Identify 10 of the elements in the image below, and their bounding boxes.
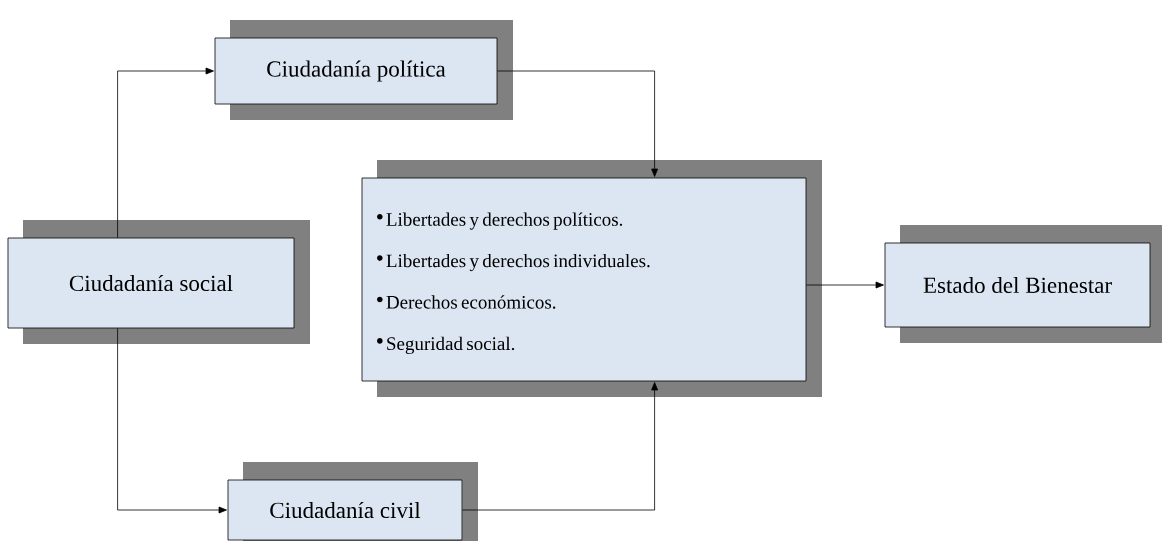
arrow: [806, 281, 884, 289]
arrow: [462, 382, 658, 511]
process-box: Ciudadanía social: [7, 237, 295, 329]
arrow: [497, 70, 658, 177]
list-box: Libertades y derechos políticos. Libertades y derechos individuales. Derechos económicos. Seguridad social.: [361, 177, 807, 382]
process-box: Estado del Bienestar: [884, 242, 1151, 328]
arrow: [117, 67, 214, 238]
process-box: Ciudadanía civil: [227, 479, 463, 541]
arrow: [117, 328, 227, 514]
process-box: Ciudadanía política: [214, 37, 498, 105]
